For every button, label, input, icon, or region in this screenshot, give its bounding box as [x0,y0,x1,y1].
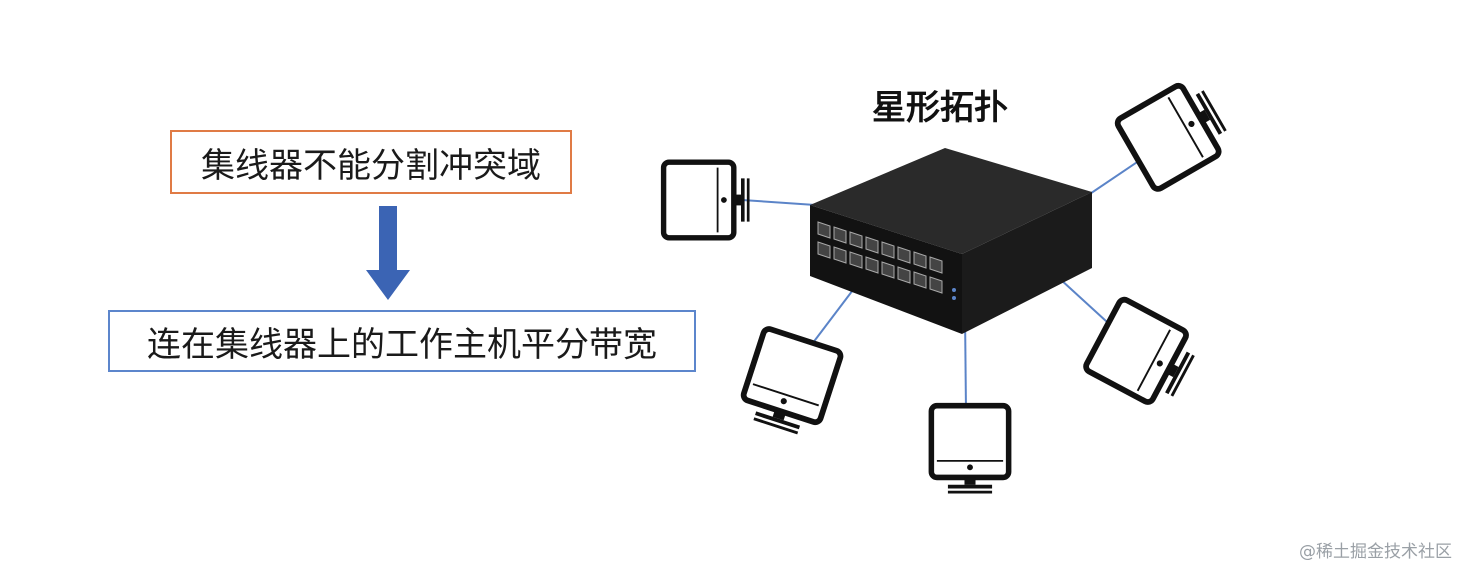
watermark: @稀土掘金技术社区 [1299,542,1452,562]
hub-collision-domain-box: 集线器不能分割冲突域 [170,130,572,194]
computer-monitor-icon [1116,76,1234,191]
computer-monitor-icon [737,328,842,439]
shared-bandwidth-text: 连在集线器上的工作主机平分带宽 [147,324,657,365]
hub-collision-domain-text: 集线器不能分割冲突域 [201,145,541,186]
hub-ports [817,221,943,294]
computer-monitor-icon [1084,298,1202,412]
shared-bandwidth-box: 连在集线器上的工作主机平分带宽 [108,310,696,372]
down-arrow-icon [366,206,410,300]
computer-monitor-icon [664,162,749,238]
diagram-title: 星形拓扑 [872,88,1008,128]
computer-monitor-icon [931,406,1008,492]
network-hub-icon [810,148,1092,334]
